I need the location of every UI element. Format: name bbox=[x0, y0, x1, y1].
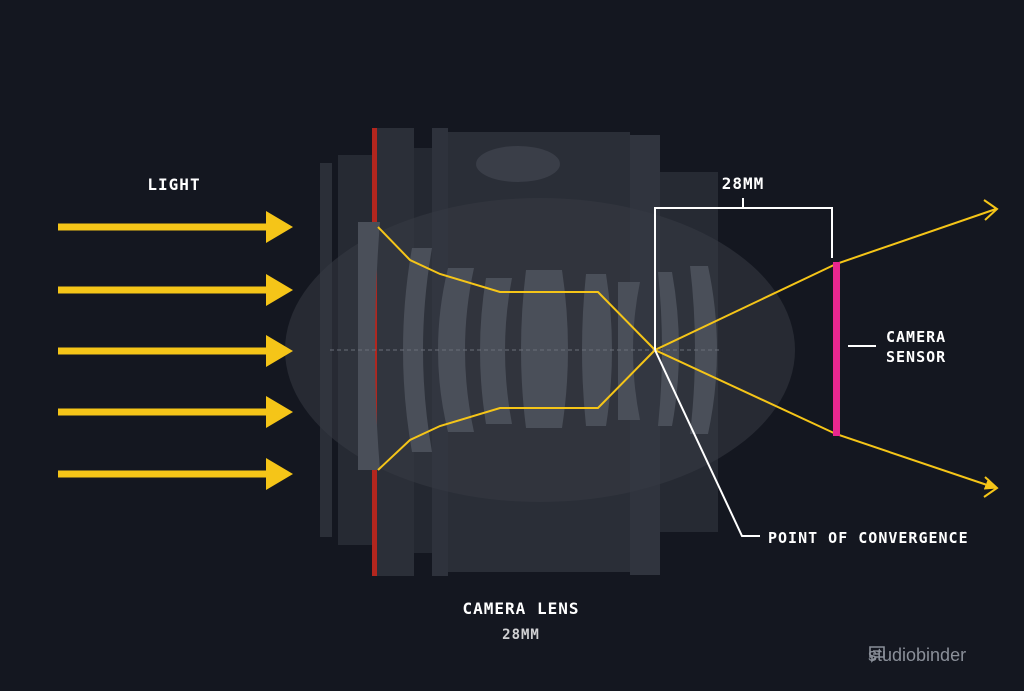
light-arrow bbox=[58, 396, 293, 428]
light-arrow bbox=[58, 458, 293, 490]
light-path bbox=[377, 208, 998, 490]
light-arrow bbox=[58, 274, 293, 306]
arrowhead-top-icon bbox=[983, 199, 999, 221]
lens-focal-label: 28MM bbox=[502, 627, 540, 643]
lens-element bbox=[658, 272, 679, 426]
focal-length-label: 28MM bbox=[722, 174, 765, 193]
light-arrows bbox=[58, 211, 293, 490]
lens-element bbox=[480, 278, 512, 424]
sensor-label-line2: SENSOR bbox=[886, 348, 946, 366]
light-ray-lower bbox=[377, 208, 997, 471]
sensor-label-line1: CAMERA bbox=[886, 328, 946, 346]
aperture-window bbox=[476, 146, 560, 182]
exit-arrowheads bbox=[983, 199, 999, 498]
light-label: LIGHT bbox=[147, 175, 200, 194]
chat-bubble-icon bbox=[869, 646, 885, 663]
convergence-leader-line bbox=[654, 349, 760, 537]
camera-sensor bbox=[833, 262, 840, 436]
lens-title-label: CAMERA LENS bbox=[463, 599, 580, 618]
light-arrow bbox=[58, 211, 293, 243]
convergence-label: POINT OF CONVERGENCE bbox=[768, 529, 969, 547]
lens-element bbox=[618, 282, 640, 420]
arrowhead-bottom-icon bbox=[983, 476, 999, 498]
lens-element bbox=[521, 270, 568, 428]
brand-watermark: studiobinder bbox=[868, 645, 966, 666]
light-ray-upper bbox=[377, 226, 997, 489]
brand-name: studiobinder bbox=[868, 645, 967, 665]
lens-element bbox=[358, 222, 380, 470]
light-arrow bbox=[58, 335, 293, 367]
focal-length-bracket bbox=[654, 198, 833, 350]
lens-elements bbox=[358, 222, 717, 470]
